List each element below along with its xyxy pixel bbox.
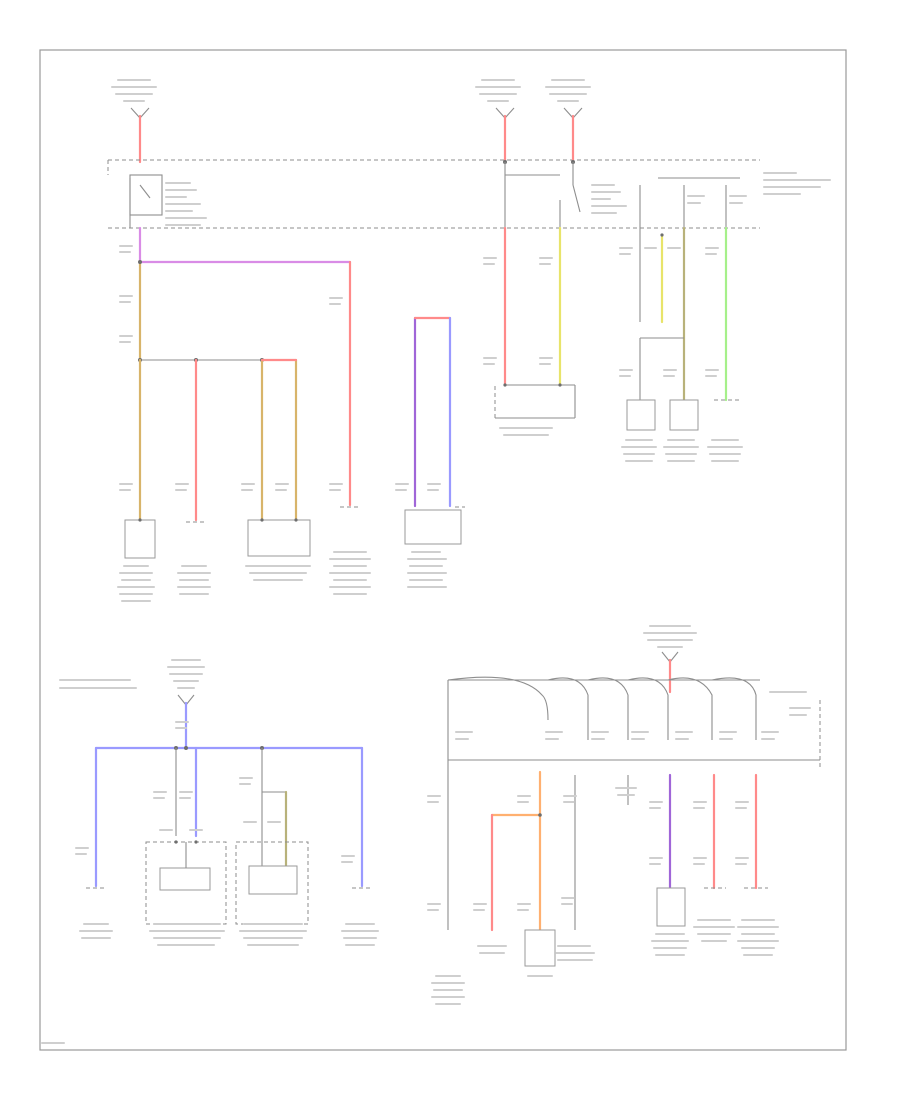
source-label-5 — [643, 625, 697, 648]
component-box-7 — [248, 865, 298, 895]
top-left-circuit — [107, 79, 760, 602]
diagram-frame — [39, 49, 847, 1051]
relay-label — [165, 182, 207, 226]
component-labels-top-right — [499, 427, 743, 462]
wire-labels-bottom-right — [427, 787, 749, 911]
dashed-module-1 — [145, 841, 227, 925]
component-box-3 — [404, 509, 462, 545]
wire-labels-left — [119, 245, 343, 491]
source-label-2 — [475, 79, 521, 102]
component-box-9 — [656, 887, 686, 927]
relay-box — [129, 174, 163, 216]
wire-labels-bottom-left — [75, 721, 355, 863]
fuse-labels-top — [687, 172, 831, 204]
switch-label — [591, 184, 627, 214]
fuse-labels-bottom — [455, 691, 811, 740]
source-label-4 — [167, 659, 205, 689]
component-labels-bottom-right — [431, 919, 779, 1005]
wire-labels-right — [483, 247, 719, 377]
bottom-left-circuit — [59, 659, 379, 946]
component-labels-top-left — [117, 551, 371, 602]
component-box-5 — [669, 399, 699, 431]
component-box-1 — [124, 519, 156, 559]
source-label-3 — [545, 79, 591, 102]
component-box-4 — [626, 399, 656, 431]
bottom-right-circuit — [427, 625, 821, 1005]
source-label-1 — [111, 79, 157, 102]
component-labels-bottom-left — [79, 923, 379, 946]
component-box-2 — [247, 519, 311, 557]
legend-notes — [59, 679, 137, 689]
component-box-8 — [524, 929, 556, 967]
top-right-circuit — [475, 79, 831, 462]
component-box-6 — [159, 867, 211, 891]
component-labels-loop — [395, 483, 447, 588]
